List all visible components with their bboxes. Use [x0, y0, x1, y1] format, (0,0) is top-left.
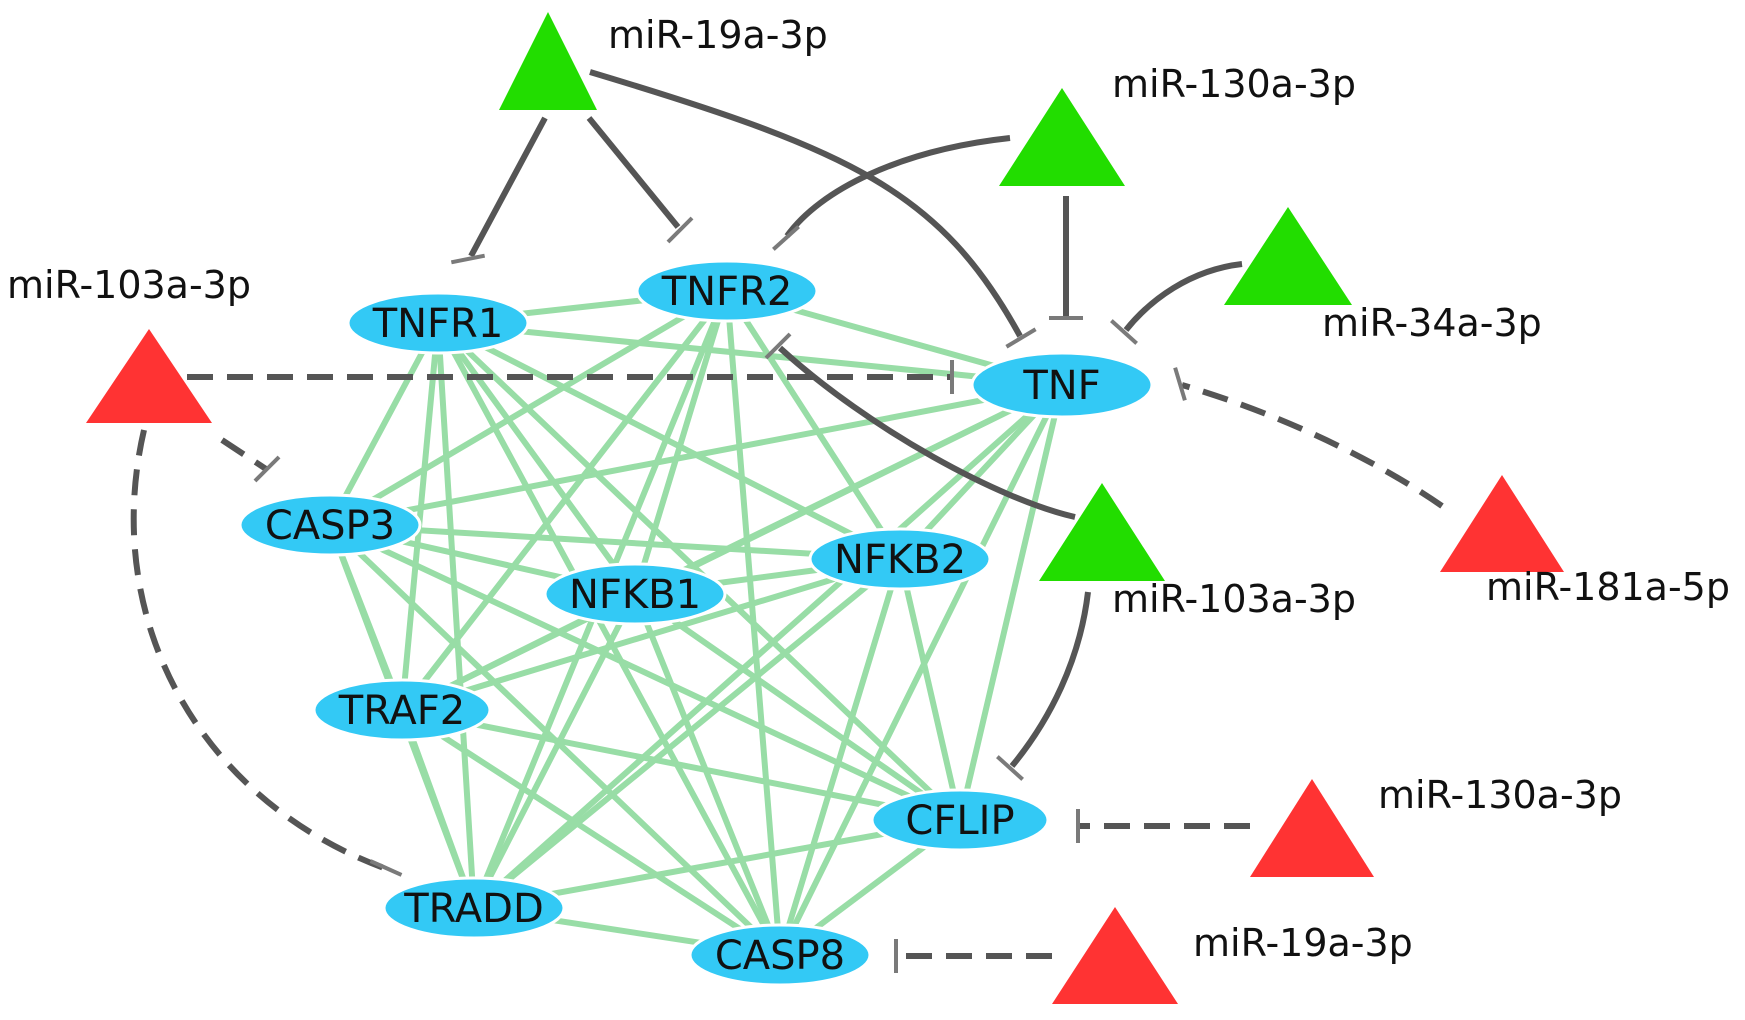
- triangle-icon: [86, 329, 212, 423]
- ppi-edge-nfkb1-casp8: [632, 591, 783, 958]
- gene-label-tnfr2: TNFR2: [661, 269, 793, 315]
- triangle-icon: [1052, 907, 1178, 1004]
- mirna-label-g-130a: miR-130a-3p: [1112, 62, 1356, 106]
- triangle-icon: [1250, 779, 1374, 877]
- gene-node-traf2[interactable]: TRAF2: [312, 678, 492, 742]
- ppi-edge-tnfr2-nfkb2: [724, 288, 903, 562]
- mirna-label-r-130a: miR-130a-3p: [1378, 773, 1622, 817]
- triangle-icon: [1440, 475, 1564, 572]
- inhibition-edge-r-103a-casp3: [220, 437, 281, 483]
- ppi-edge-tnfr2-casp3: [327, 288, 730, 528]
- inhibition-edge-g-34a-tnf: [1110, 261, 1243, 345]
- mirna-node-g-19a[interactable]: miR-19a-3p: [499, 12, 828, 110]
- inhibition-edge-r-19a-casp8: [894, 939, 1052, 973]
- mirna-label-r-103a: miR-103a-3p: [7, 263, 251, 307]
- gene-node-tnfr2[interactable]: TNFR2: [635, 259, 819, 323]
- gene-node-cflip[interactable]: CFLIP: [870, 788, 1050, 852]
- gene-node-tnfr1[interactable]: TNFR1: [346, 291, 530, 355]
- protein-interaction-edges: [327, 288, 1065, 958]
- ppi-edge-tnfr1-nfkb2: [435, 320, 903, 562]
- gene-label-casp8: CASP8: [715, 933, 845, 979]
- gene-node-tradd[interactable]: TRADD: [382, 876, 566, 940]
- mirna-node-r-181a[interactable]: miR-181a-5p: [1440, 475, 1730, 609]
- gene-label-cflip: CFLIP: [905, 798, 1014, 844]
- mirna-node-r-130a[interactable]: miR-130a-3p: [1250, 773, 1622, 877]
- ppi-edge-nfkb2-cflip: [897, 556, 963, 823]
- ppi-edge-casp3-cflip: [327, 522, 963, 823]
- gene-node-tnf[interactable]: TNF: [970, 351, 1154, 419]
- regulation-edges: [130, 69, 1444, 973]
- gene-label-nfkb1: NFKB1: [569, 572, 701, 618]
- inhibition-edge-g-19a-tnfr2: [586, 116, 694, 244]
- triangle-icon: [1224, 207, 1352, 305]
- ppi-edge-tnfr1-nfkb1: [435, 320, 638, 597]
- mirna-node-g-34a[interactable]: miR-34a-3p: [1224, 207, 1542, 345]
- ppi-edge-tnfr1-traf2: [399, 320, 441, 713]
- inhibition-edge-g-19a-tnf: [589, 69, 1037, 349]
- ppi-edge-nfkb2-tradd: [471, 556, 903, 911]
- mirna-label-g-103a: miR-103a-3p: [1112, 577, 1356, 621]
- inhibition-edge-g-19a-tnfr1: [450, 116, 548, 265]
- ppi-edge-tnf-casp3: [327, 382, 1065, 528]
- triangle-icon: [1039, 483, 1165, 581]
- triangle-icon: [999, 88, 1125, 186]
- ppi-edge-tnfr1-tnf: [435, 320, 1065, 388]
- gene-node-nfkb1[interactable]: NFKB1: [543, 562, 727, 626]
- mirna-node-r-103a[interactable]: miR-103a-3p: [7, 263, 251, 423]
- ppi-edge-nfkb2-casp8: [777, 556, 903, 958]
- inhibition-edge-g-130a-tnf: [1049, 196, 1083, 320]
- gene-label-tnf: TNF: [1022, 363, 1100, 409]
- mirna-nodes: miR-19a-3p miR-130a-3p miR-34a-3p miR-103a-…: [7, 12, 1730, 1004]
- gene-label-nfkb2: NFKB2: [834, 537, 966, 583]
- mirna-node-r-19a[interactable]: miR-19a-3p: [1052, 907, 1413, 1004]
- ppi-edge-tnfr1-tradd: [435, 320, 477, 911]
- inhibition-edge-r-181a-tnf: [1173, 367, 1444, 509]
- gene-label-traf2: TRAF2: [338, 688, 465, 734]
- ppi-edge-traf2-casp8: [399, 707, 783, 958]
- mirna-label-r-19a: miR-19a-3p: [1193, 921, 1413, 965]
- inhibition-edge-r-103a-tradd: [130, 429, 403, 877]
- ppi-edge-traf2-tradd: [399, 707, 477, 911]
- ppi-edge-tnfr2-traf2: [399, 288, 730, 713]
- ppi-edge-tnf-cflip: [957, 382, 1065, 823]
- gene-node-casp8[interactable]: CASP8: [688, 923, 872, 987]
- ppi-edge-tnf-casp8: [777, 382, 1065, 958]
- gene-label-casp3: CASP3: [265, 503, 395, 549]
- triangle-icon: [499, 12, 597, 110]
- inhibition-edge-g-103a-cflip: [996, 591, 1091, 781]
- mirna-node-g-130a[interactable]: miR-130a-3p: [999, 62, 1356, 186]
- inhibition-edge-g-130a-tnfr2: [772, 135, 1011, 251]
- gene-label-tradd: TRADD: [403, 886, 544, 932]
- mirna-label-g-19a: miR-19a-3p: [608, 13, 828, 57]
- mirna-label-g-34a: miR-34a-3p: [1322, 301, 1542, 345]
- gene-node-casp3[interactable]: CASP3: [238, 493, 422, 557]
- mirna-node-g-103a[interactable]: miR-103a-3p: [1039, 483, 1356, 621]
- gene-label-tnfr1: TNFR1: [372, 301, 504, 347]
- inhibition-edge-g-103a-tnfr2: [764, 332, 1076, 520]
- gene-node-nfkb2[interactable]: NFKB2: [808, 527, 992, 591]
- inhibition-edge-r-130a-cflip: [1076, 809, 1250, 843]
- ppi-edge-nfkb2-traf2: [399, 556, 903, 713]
- ppi-edge-traf2-cflip: [399, 707, 963, 823]
- ppi-edge-nfkb1-cflip: [632, 591, 963, 823]
- ppi-edge-tnfr1-casp3: [327, 320, 441, 528]
- mirna-label-r-181a: miR-181a-5p: [1486, 565, 1730, 609]
- ppi-edge-casp3-nfkb2: [327, 522, 903, 562]
- ppi-edge-tnfr2-casp8: [724, 288, 783, 958]
- inhibition-edge-r-103a-tnf: [187, 360, 954, 394]
